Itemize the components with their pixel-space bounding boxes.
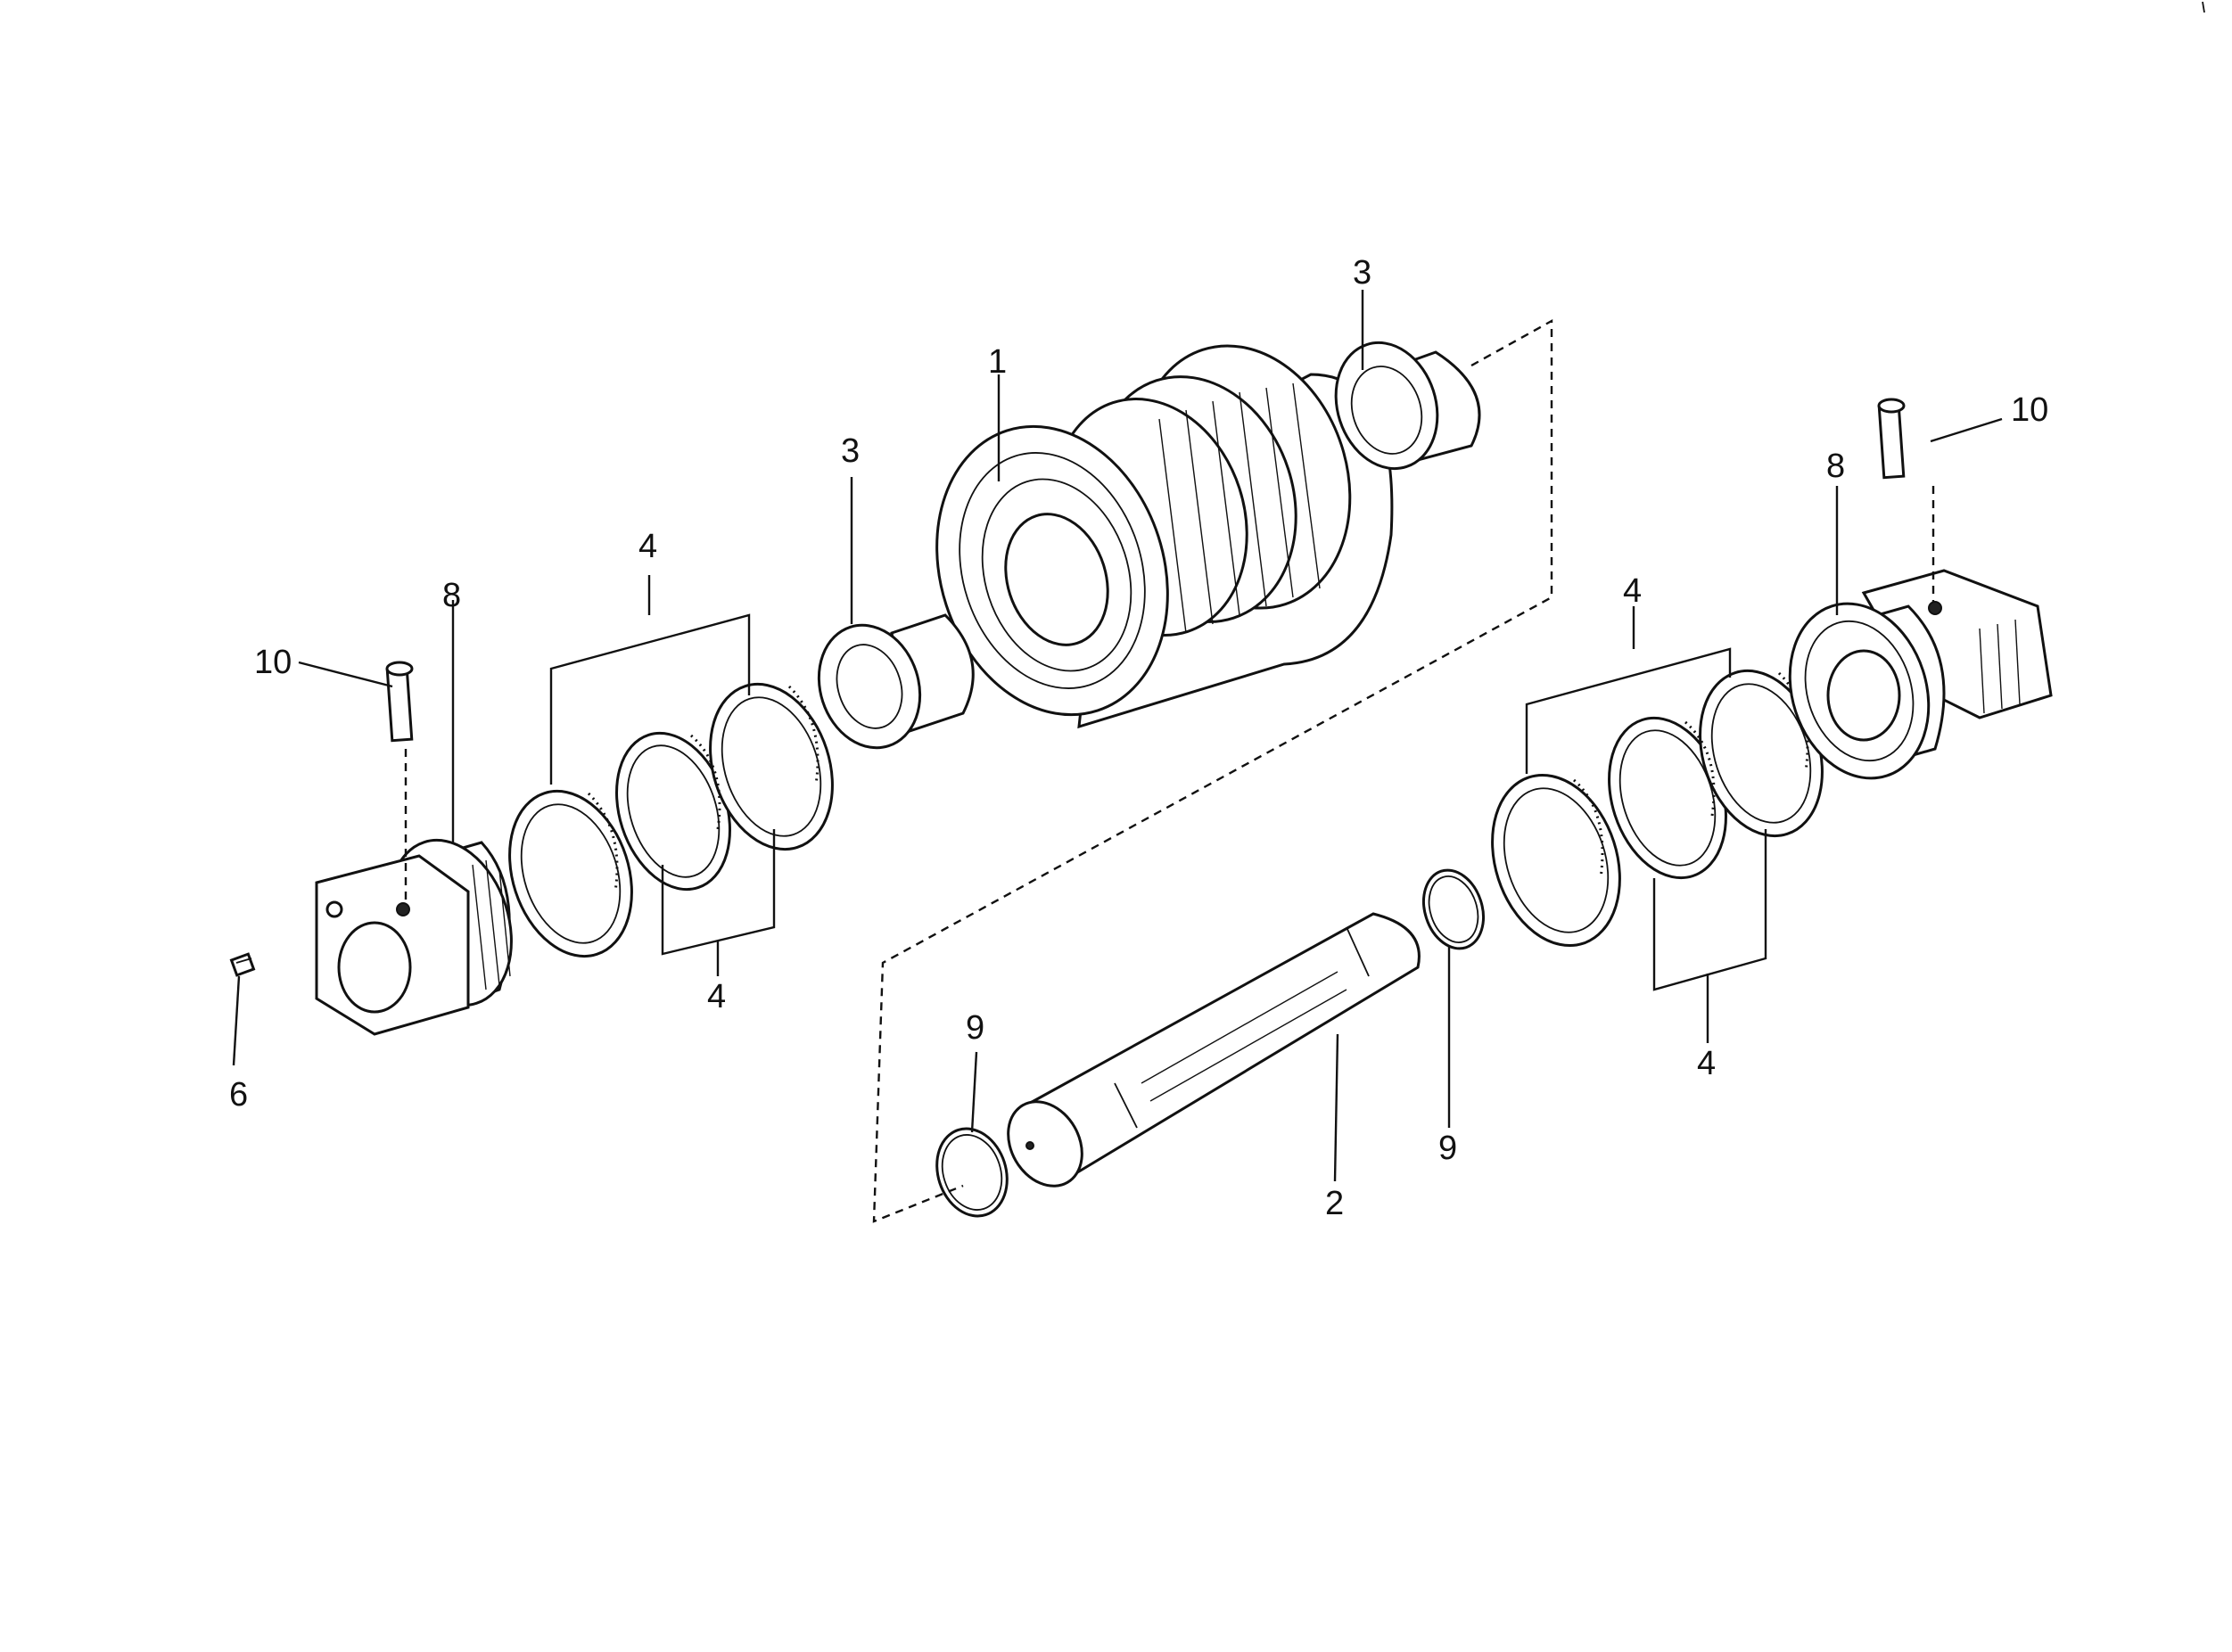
callout-4-top-left: 4: [638, 528, 657, 565]
leader-lines: [232, 290, 2003, 1182]
shaft: [1007, 912, 1421, 1188]
roller-body: [935, 344, 1394, 729]
callout-4-bottom-right: 4: [1697, 1045, 1716, 1082]
pin-right: [1877, 398, 1935, 602]
callout-10-right: 10: [2011, 391, 2048, 429]
callout-9-left: 9: [966, 1009, 984, 1047]
callout-10-left: 10: [254, 644, 292, 681]
callout-4-top-right: 4: [1623, 572, 1642, 610]
callout-8-left: 8: [442, 577, 461, 614]
callout-8-right: 8: [1826, 448, 1845, 485]
pin-left: [385, 661, 414, 900]
callout-1: 1: [988, 343, 1007, 381]
bushing-right: [1334, 341, 1481, 471]
bushing-left: [817, 613, 975, 750]
o-ring-left: [935, 1127, 1009, 1218]
assembly-dashed-outline: [872, 318, 1553, 1223]
callout-4-bottom-left: 4: [707, 978, 726, 1015]
callout-6: 6: [229, 1076, 248, 1114]
plug: [229, 952, 256, 977]
callout-9-right: 9: [1438, 1130, 1457, 1167]
callout-3-left: 3: [841, 432, 860, 470]
collar-right: [1788, 569, 2053, 780]
callout-labels: 1 3 3 10 8 4 8 10 4 4 9 4 6 9 2: [229, 254, 2048, 1222]
collar-left: [315, 838, 513, 1036]
callout-3-right: 3: [1353, 254, 1371, 292]
callout-2: 2: [1325, 1185, 1344, 1222]
seal-rings-right: [1491, 669, 1824, 948]
seal-rings-left: [508, 682, 834, 958]
o-ring-right: [1422, 868, 1485, 950]
